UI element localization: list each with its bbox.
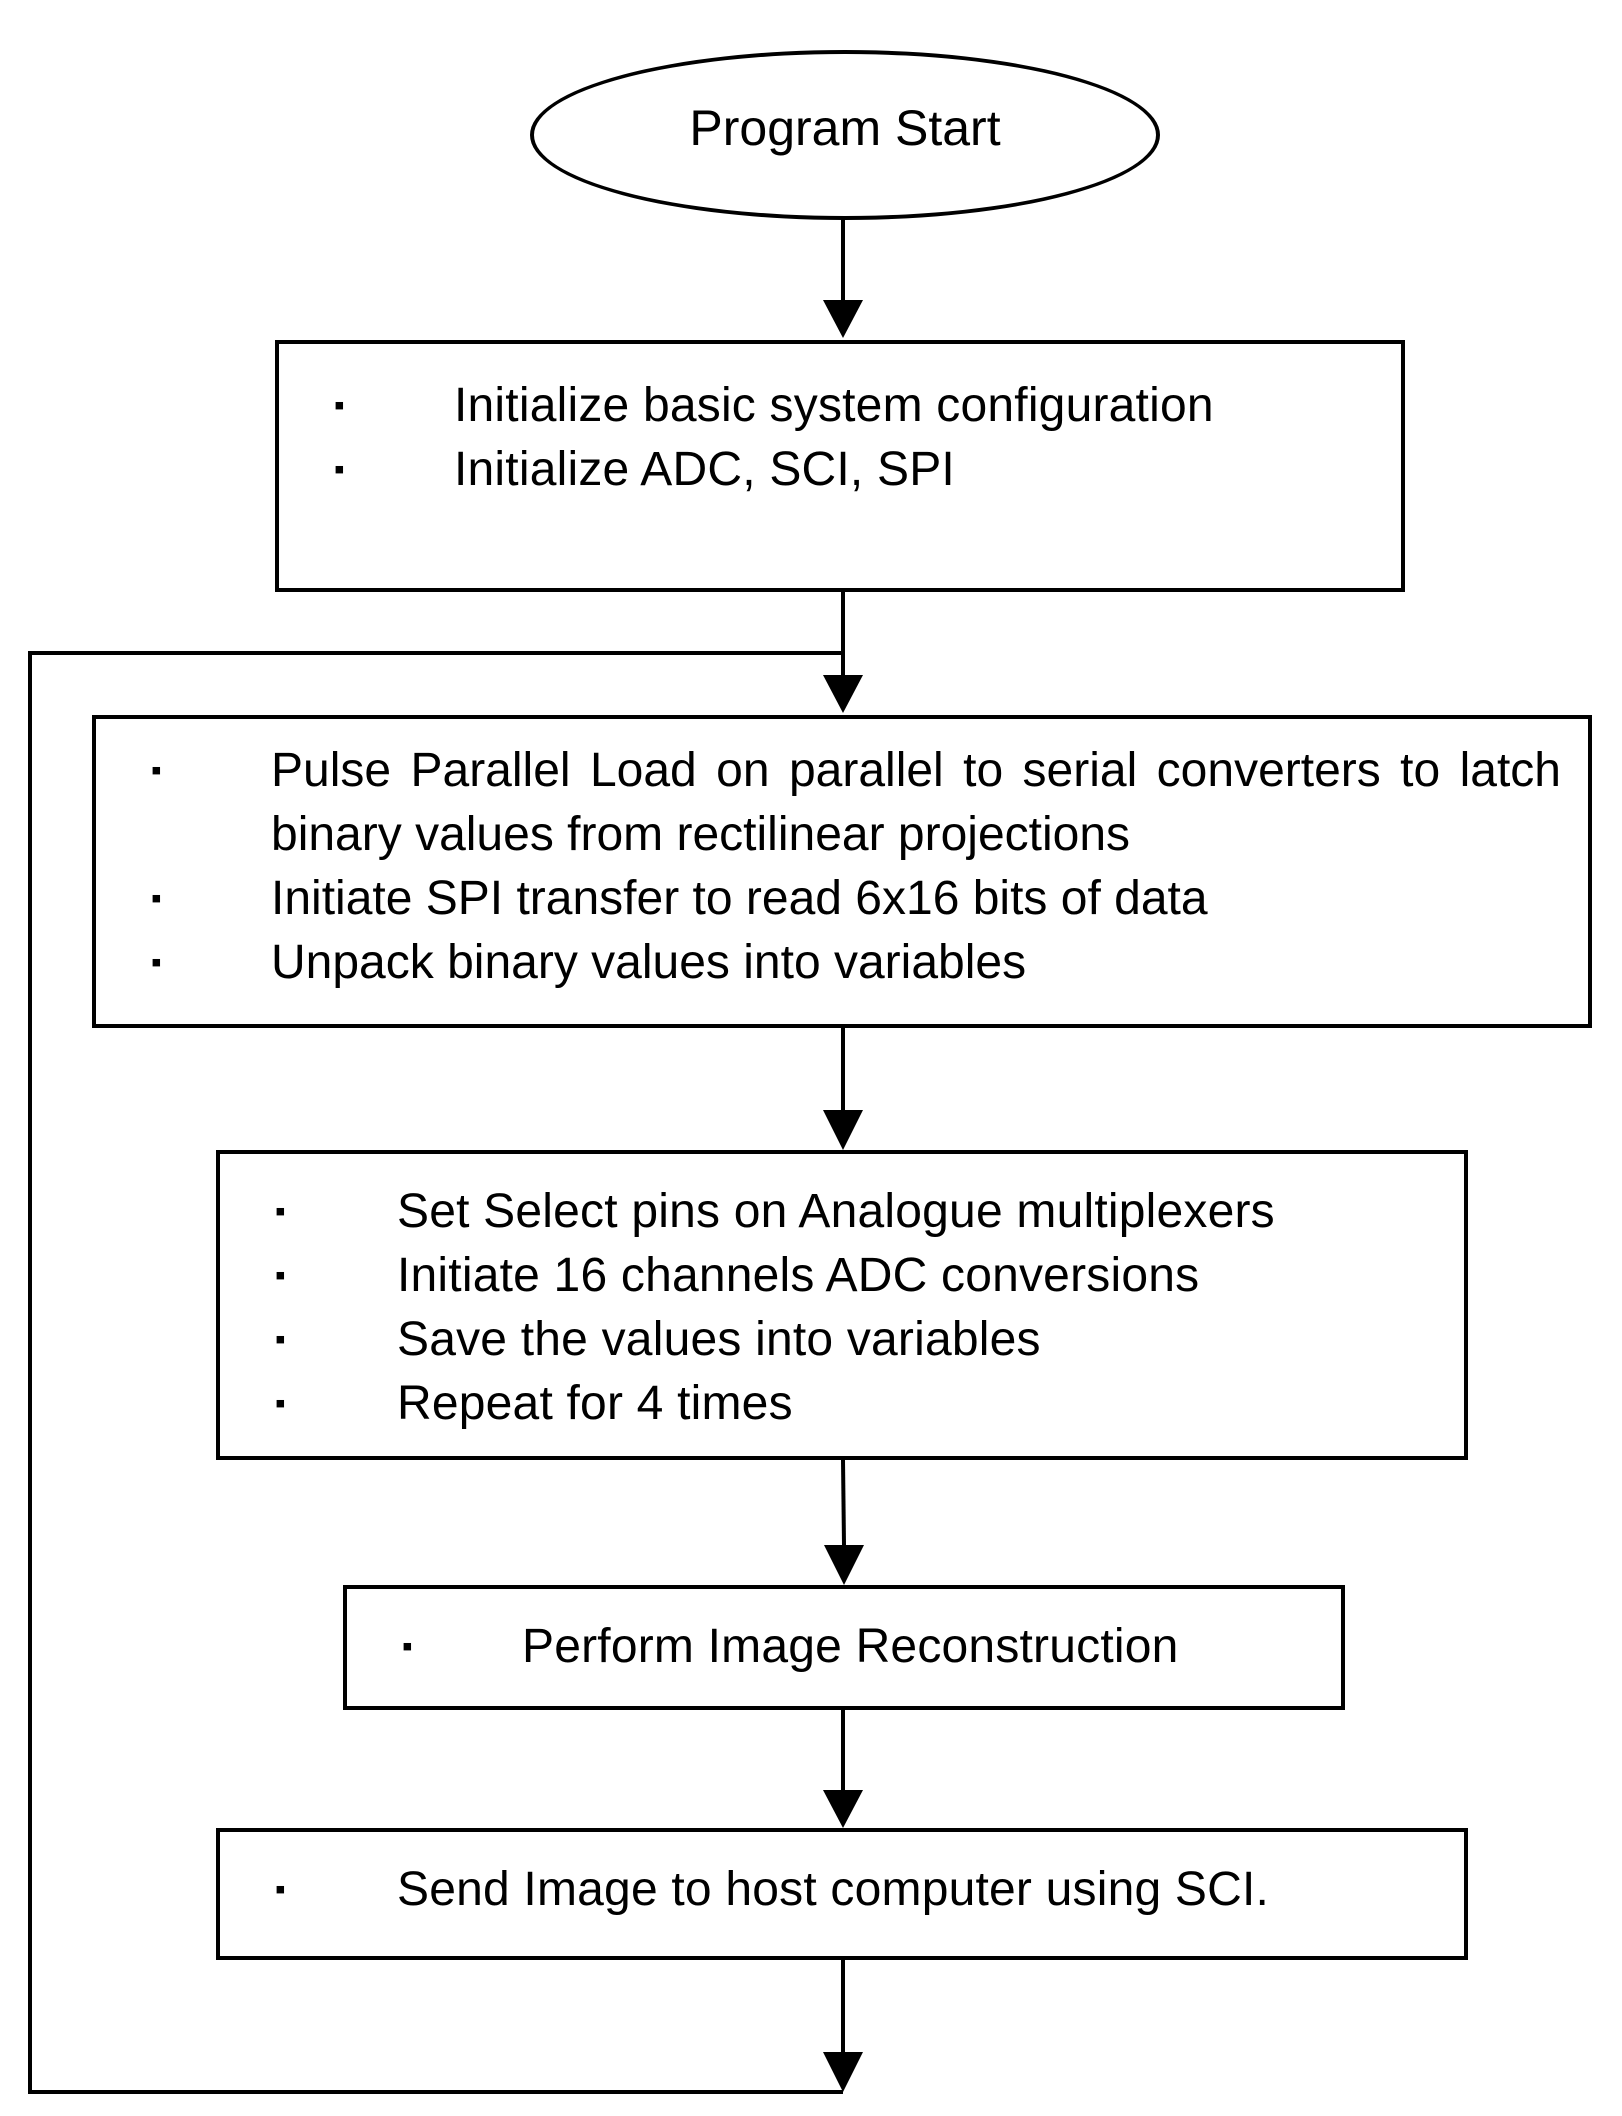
- step-text: Set Select pins on Analogue multiplexers: [397, 1185, 1275, 1238]
- step-text: Unpack binary values into variables: [271, 936, 1027, 989]
- bullet-icon: ▪: [275, 1873, 286, 1906]
- bullet-icon: ▪: [334, 453, 345, 486]
- process-box-spi-transfer: ▪ Pulse Parallel Load on parallel to ser…: [92, 715, 1592, 1028]
- arrowhead-to-spi: [823, 675, 863, 713]
- bullet-icon: ▪: [151, 882, 162, 915]
- list-item: ▪ Initialize ADC, SCI, SPI: [334, 438, 1384, 502]
- step-text: Save the values into variables: [397, 1313, 1041, 1366]
- step-text: Initiate 16 channels ADC conversions: [397, 1249, 1200, 1302]
- bullet-icon: ▪: [402, 1630, 413, 1663]
- bullet-icon: ▪: [275, 1195, 286, 1228]
- start-terminal: Program Start: [530, 50, 1160, 220]
- list-item: ▪ Perform Image Reconstruction: [402, 1615, 1322, 1679]
- bullet-icon: ▪: [151, 946, 162, 979]
- list-item: ▪ Repeat for 4 times: [275, 1372, 1445, 1436]
- adc-bullet-list: ▪ Set Select pins on Analogue multiplexe…: [275, 1180, 1445, 1436]
- process-box-image-reconstruction: ▪ Perform Image Reconstruction: [343, 1585, 1345, 1710]
- list-item: ▪ Set Select pins on Analogue multiplexe…: [275, 1180, 1445, 1244]
- process-box-send-image: ▪ Send Image to host computer using SCI.: [216, 1828, 1468, 1960]
- spi-bullet-list: ▪ Pulse Parallel Load on parallel to ser…: [151, 739, 1561, 995]
- step-text: Initialize basic system configuration: [454, 379, 1214, 432]
- step-text: Pulse Parallel Load on parallel to seria…: [271, 744, 1561, 861]
- step-text: Perform Image Reconstruction: [522, 1620, 1179, 1673]
- bullet-icon: ▪: [334, 389, 345, 422]
- bullet-icon: ▪: [275, 1323, 286, 1356]
- arrowhead-to-init: [823, 300, 863, 338]
- list-item: ▪ Unpack binary values into variables: [151, 931, 1561, 995]
- start-label: Program Start: [689, 100, 1001, 156]
- send-bullet-list: ▪ Send Image to host computer using SCI.: [275, 1858, 1445, 1922]
- process-box-adc-conversion: ▪ Set Select pins on Analogue multiplexe…: [216, 1150, 1468, 1460]
- connector-adc-to-recon: [841, 1459, 846, 1546]
- list-item: ▪ Save the values into variables: [275, 1308, 1445, 1372]
- step-text: Initiate SPI transfer to read 6x16 bits …: [271, 872, 1208, 925]
- bullet-icon: ▪: [275, 1259, 286, 1292]
- arrowhead-to-recon: [824, 1545, 864, 1585]
- arrowhead-loop-end: [823, 2052, 863, 2092]
- bullet-icon: ▪: [275, 1387, 286, 1420]
- step-text: Initialize ADC, SCI, SPI: [454, 443, 955, 496]
- initialize-bullet-list: ▪ Initialize basic system configuration …: [334, 374, 1384, 502]
- bullet-icon: ▪: [151, 754, 162, 787]
- list-item: ▪ Send Image to host computer using SCI.: [275, 1858, 1445, 1922]
- recon-bullet-list: ▪ Perform Image Reconstruction: [402, 1615, 1322, 1679]
- arrowhead-to-adc: [823, 1110, 863, 1150]
- list-item: ▪ Initialize basic system configuration: [334, 374, 1384, 438]
- step-text: Send Image to host computer using SCI.: [397, 1863, 1270, 1916]
- arrowhead-to-send: [823, 1790, 863, 1828]
- list-item: ▪ Initiate SPI transfer to read 6x16 bit…: [151, 867, 1561, 931]
- process-box-initialize: ▪ Initialize basic system configuration …: [275, 340, 1405, 592]
- step-text: Repeat for 4 times: [397, 1377, 793, 1430]
- loop-back-line: [28, 651, 843, 2094]
- list-item: ▪ Initiate 16 channels ADC conversions: [275, 1244, 1445, 1308]
- list-item: ▪ Pulse Parallel Load on parallel to ser…: [151, 739, 1561, 867]
